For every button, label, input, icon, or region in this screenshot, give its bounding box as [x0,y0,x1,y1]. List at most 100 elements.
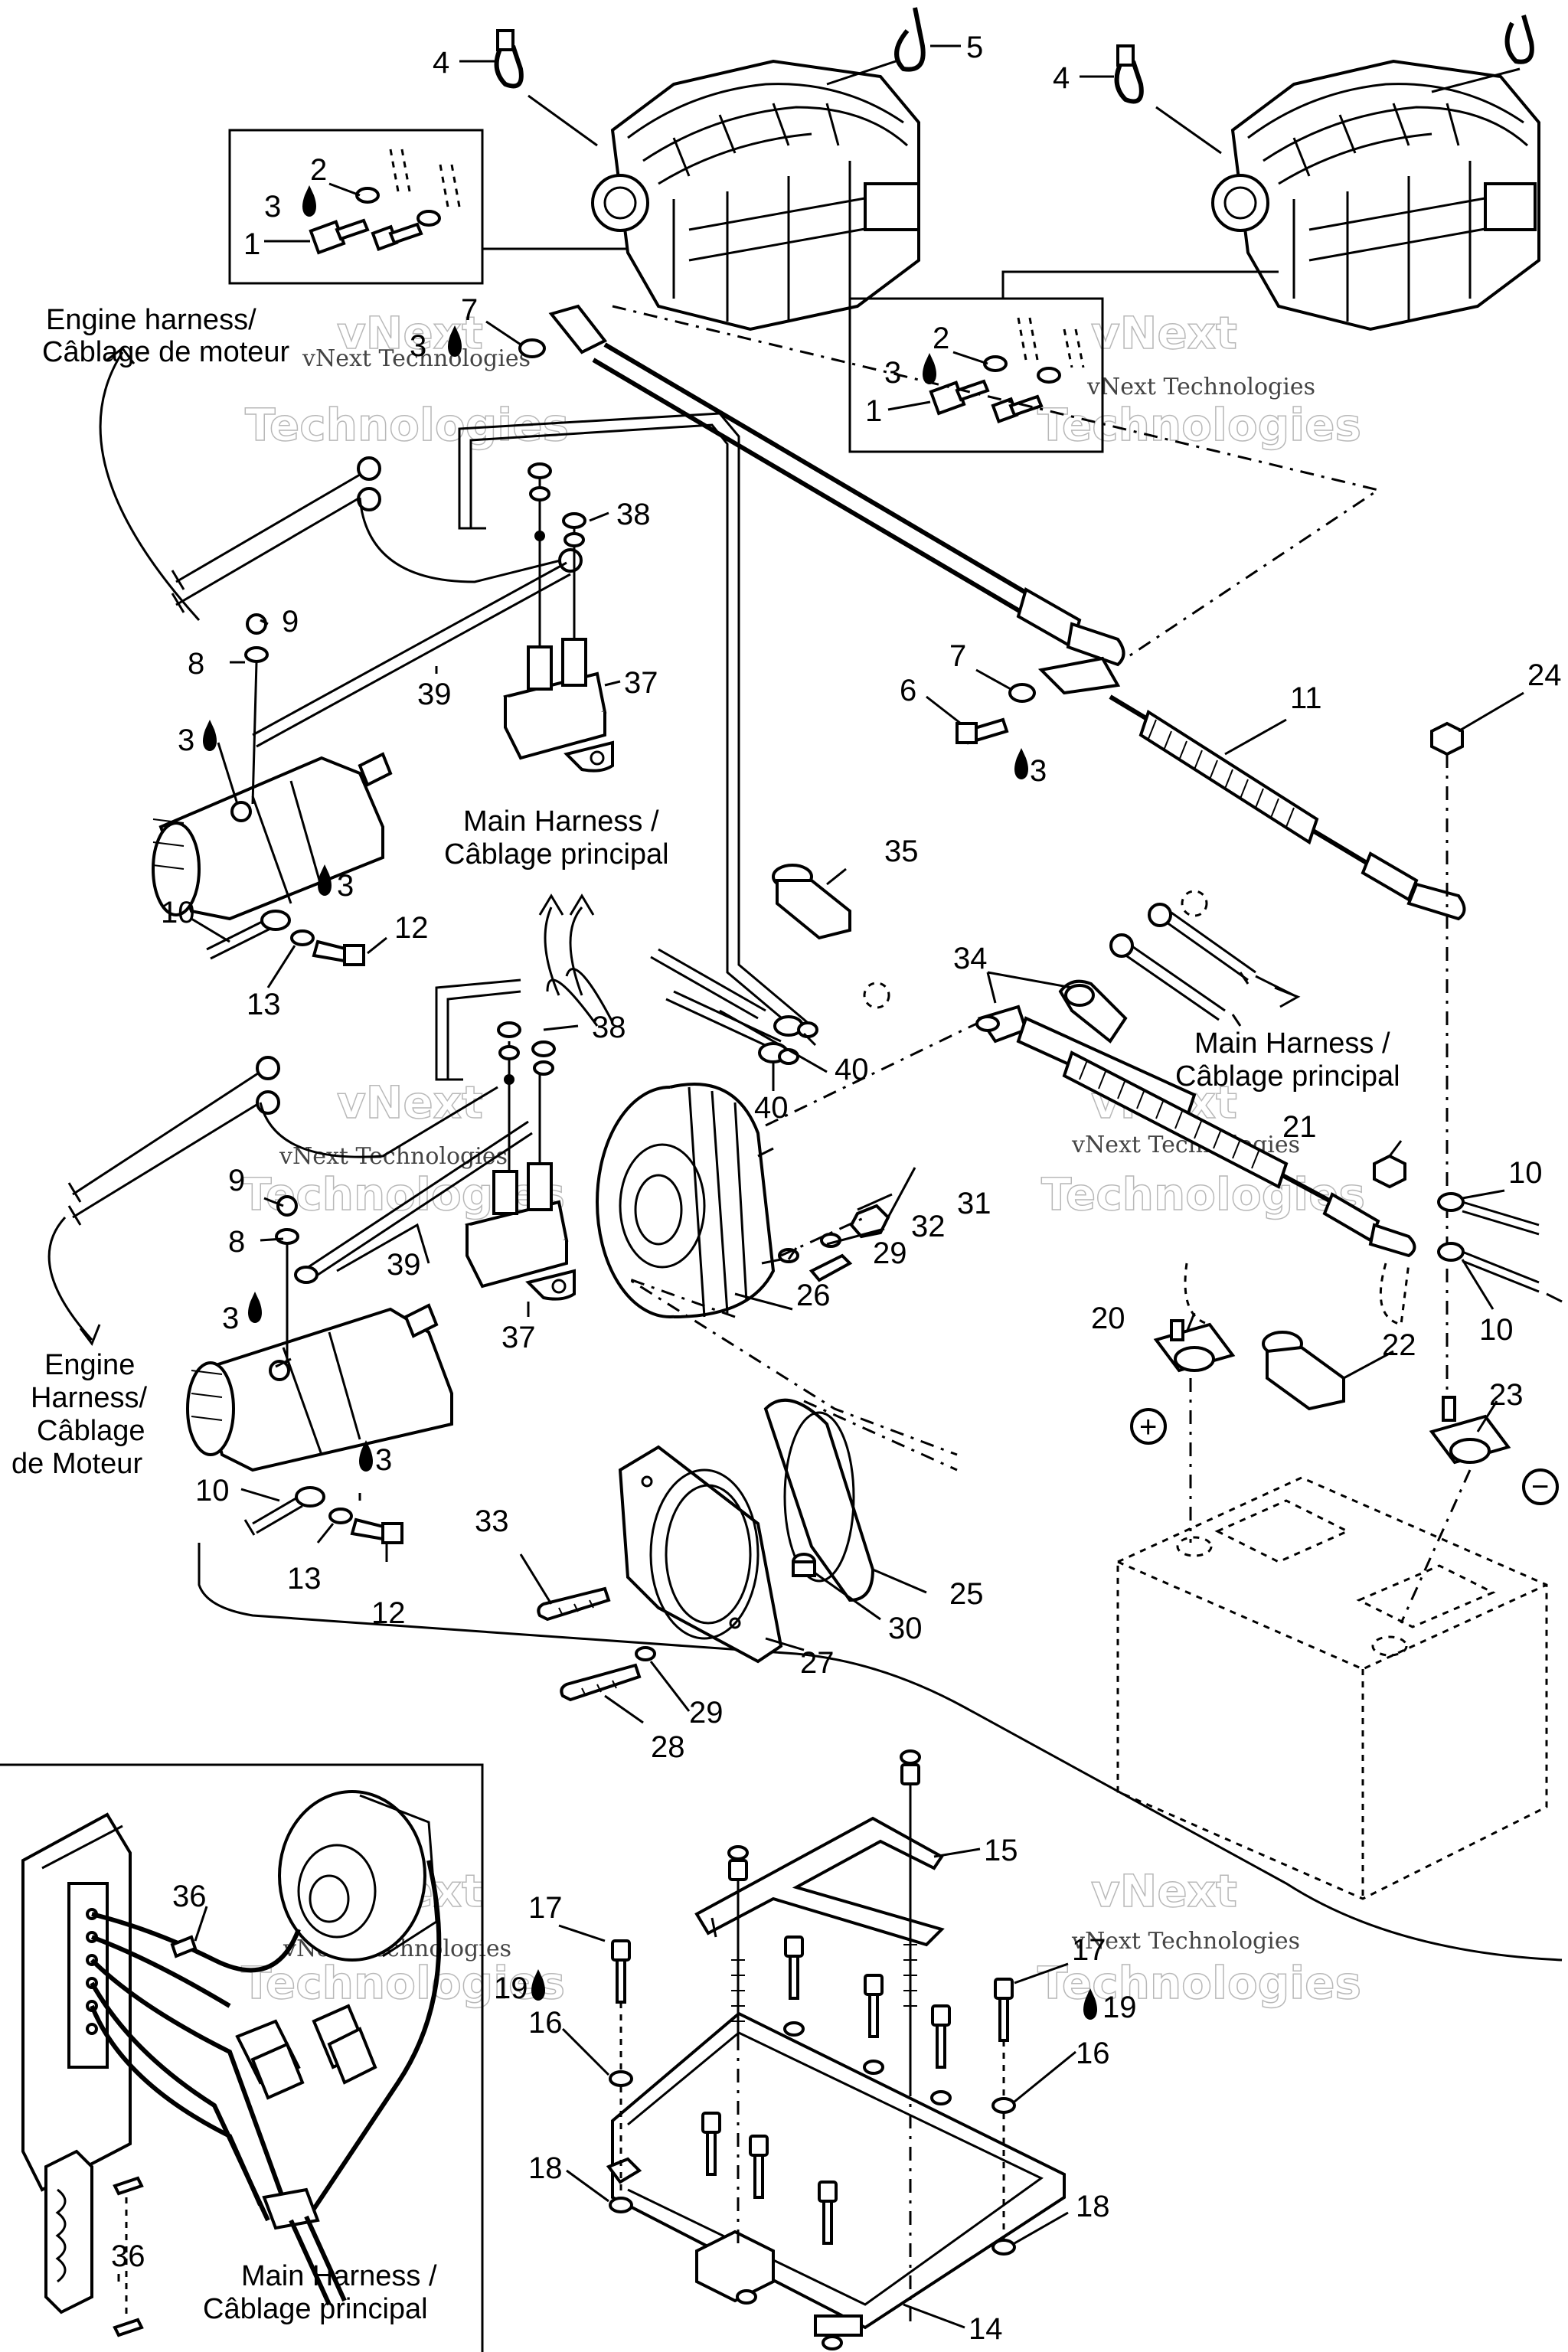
callout-15: 15 [984,1834,1018,1867]
callout-10: 10 [195,1474,230,1508]
callout-3: 3 [222,1302,239,1335]
callout-20: 20 [1091,1302,1125,1335]
callout-19: 19 [1102,1991,1137,2024]
watermark-small: vNext Technologies [279,1143,508,1170]
callout-30: 30 [888,1612,923,1645]
cable-11 [956,656,1466,921]
callout-40: 40 [835,1053,869,1086]
callout-16: 16 [1076,2037,1110,2070]
callout-23: 23 [1489,1378,1524,1412]
clamp-4-right [1114,44,1144,104]
engine-harness-label-fr: Câblage [37,1415,145,1447]
drop-icon [1083,1988,1097,2020]
screws-17-19 [611,1936,1014,2245]
callout-16: 16 [528,2006,563,2040]
cover-35 [772,864,851,940]
callout-21: 21 [1282,1110,1317,1144]
harness-labels: Engine harness/ Câblage de moteur Main H… [11,304,1400,2325]
minus-sign: − [1531,1470,1549,1504]
watermark-line1: vNext [1091,1865,1237,1917]
callout-14: 14 [969,2312,1003,2346]
engine-right [1211,59,1540,332]
positive-terminal-symbol [1130,1408,1167,1445]
nut-21 [1373,1154,1406,1189]
harness-wires-upper [171,412,812,1035]
callout-34: 34 [953,942,988,975]
washer-7-top [518,338,546,358]
callout-24: 24 [1527,658,1562,692]
watermark-small: vNext Technologies [1071,1928,1300,1955]
drop-icon [318,864,332,896]
callout-40: 40 [754,1091,789,1125]
watermark-line1: vNext [337,1076,483,1129]
callout-26: 26 [796,1279,831,1312]
callout-7: 7 [949,639,966,673]
harness-line [198,1543,1563,1962]
callout-3: 3 [1030,754,1047,788]
tray-bolts [728,1763,920,2328]
callout-8: 8 [188,647,204,681]
plate-27 [618,1445,783,1664]
callout-28: 28 [651,1730,685,1764]
cable-10-lower [243,1486,403,1544]
detail-box-right [848,297,1104,453]
main-harness-label-fr: Câblage principal [444,838,669,871]
spacer-30 [792,1553,816,1577]
callout-numbers: 4 5 4 2 3 1 7 3 2 3 1 38 9 8 37 39 3 7 6… [111,31,1562,2346]
callout-18: 18 [528,2151,563,2185]
harness-wires-left-mid [67,1056,533,1284]
callout-10: 10 [1479,1313,1514,1347]
watermark-small: vNext Technologies [1086,374,1315,400]
callout-3: 3 [264,190,281,224]
main-harness-label: Main Harness / [463,805,659,838]
callout-10: 10 [161,896,195,929]
engine-harness-label-fr: Câblage de moteur [42,336,290,368]
leader-lines [47,44,1563,2329]
callout-37: 37 [501,1321,536,1354]
watermark-line2: Technologies [1041,1168,1365,1220]
callout-13: 13 [247,988,281,1021]
callout-39: 39 [417,678,452,711]
drop-icon [203,720,217,751]
callout-31: 31 [957,1187,991,1220]
callout-4: 4 [433,46,449,80]
clamp-23 [1400,1396,1511,1624]
drop-icon [1014,748,1028,779]
watermark-small: vNext Technologies [302,345,531,372]
gasket-25 [763,1398,958,1602]
watermark-line1: vNext [1091,307,1237,359]
solenoid-37-mid [465,1021,576,1301]
harness-wires-right [1109,890,1256,1027]
callout-3: 3 [410,329,426,363]
callout-3: 3 [178,724,194,757]
cables-10-right [1437,1192,1540,1293]
nut-24 [1430,721,1464,1393]
engine-harness-label: Engine [44,1349,135,1381]
drop-icon [359,1440,373,1472]
callout-12: 12 [371,1596,406,1630]
drop-icon [248,1292,262,1323]
callout-9: 9 [282,605,299,639]
callout-3: 3 [337,869,354,903]
callout-38: 38 [592,1011,626,1044]
callout-18: 18 [1076,2190,1110,2223]
starter-mid [186,1195,453,1472]
callout-19: 19 [494,1971,528,2005]
screw-28 [560,1646,656,1702]
harness-wires-mid [435,948,890,1081]
washers-16-18 [609,1749,1016,2350]
callout-2: 2 [310,153,327,187]
callout-6: 6 [900,674,916,707]
callout-36: 36 [172,1880,207,1913]
main-harness-label-fr: Câblage principal [203,2293,428,2325]
callout-4: 4 [1053,61,1070,95]
solenoid-37-upper [503,462,614,773]
callout-29: 29 [689,1696,724,1730]
callout-13: 13 [287,1562,322,1596]
callout-35: 35 [884,835,919,868]
callout-25: 25 [949,1577,984,1611]
battery-tray-14 [606,2011,1066,2337]
callout-10: 10 [1508,1156,1543,1190]
callout-37: 37 [624,666,658,700]
